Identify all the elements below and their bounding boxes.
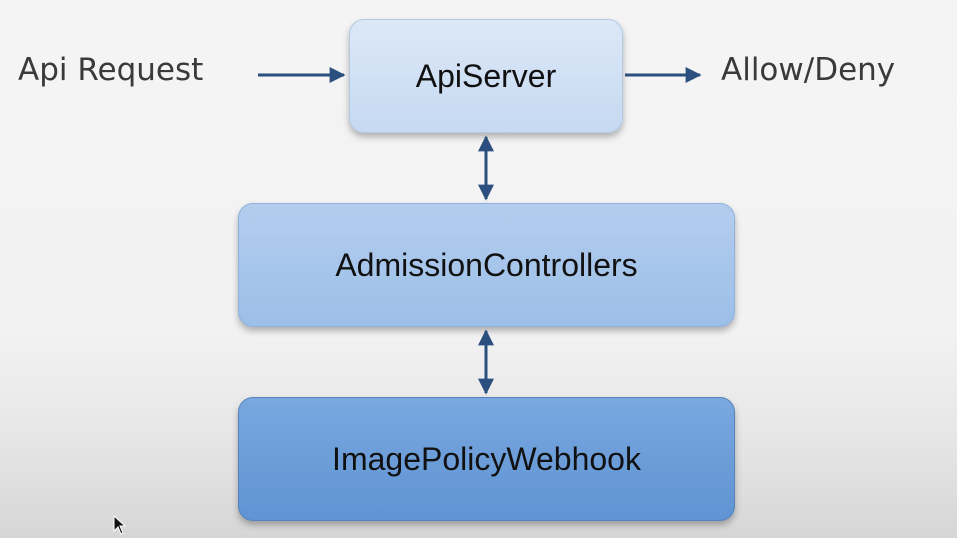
allow-deny-label: Allow/Deny — [721, 52, 896, 88]
mouse-cursor-icon — [113, 515, 127, 535]
image-policy-webhook-node: ImagePolicyWebhook — [238, 397, 735, 521]
apiserver-node-label: ApiServer — [415, 57, 557, 94]
apiserver-node: ApiServer — [349, 19, 623, 133]
image-policy-webhook-node-label: ImagePolicyWebhook — [332, 440, 641, 477]
api-request-label: Api Request — [18, 52, 204, 88]
admission-controllers-node-label: AdmissionControllers — [335, 246, 638, 283]
admission-controllers-node: AdmissionControllers — [238, 203, 735, 327]
